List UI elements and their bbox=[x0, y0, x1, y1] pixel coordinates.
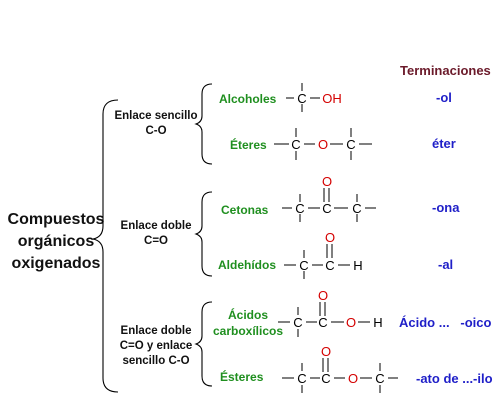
atom-carbon: C bbox=[318, 315, 327, 330]
formula-bonds bbox=[274, 83, 398, 393]
formula-atoms: C OH C O C C C O C C C O H C C O O H C C… bbox=[291, 91, 384, 386]
atom-carbon: C bbox=[299, 258, 308, 273]
group-label-single-bond: Enlace sencillo C-O bbox=[114, 110, 198, 137]
atom-carbon: C bbox=[293, 315, 302, 330]
brace-double-bond bbox=[194, 191, 213, 277]
atom-carbon: C bbox=[352, 201, 361, 216]
atom-carbon: C bbox=[346, 137, 355, 152]
atom-carbon: C bbox=[322, 201, 331, 216]
brace-single-bond bbox=[194, 83, 213, 165]
braces bbox=[92, 83, 213, 393]
family-cetonas: Cetonas bbox=[221, 203, 269, 217]
atom-carbon: C bbox=[325, 258, 334, 273]
family-alcoholes: Alcoholes bbox=[219, 92, 277, 106]
atom-hydrogen: H bbox=[373, 315, 382, 330]
family-aldehidos: Aldehídos bbox=[218, 258, 277, 272]
atom-oxygen: O bbox=[322, 174, 332, 189]
ending-aldehidos: -al bbox=[438, 257, 454, 272]
atom-oxygen: O bbox=[325, 230, 335, 245]
family-eteres: Éteres bbox=[230, 138, 267, 152]
atom-carbon: C bbox=[295, 201, 304, 216]
group-label-double-bond: Enlace doble C=O bbox=[120, 220, 192, 247]
ending-esteres: -ato de ...-ilo bbox=[416, 371, 493, 386]
ending-alcoholes: -ol bbox=[436, 90, 452, 105]
atom-oxygen: O bbox=[321, 344, 331, 359]
atom-carbon: C bbox=[321, 371, 330, 386]
brace-mixed-bond bbox=[194, 301, 213, 387]
family-acidos-carboxilicos: Ácidos carboxílicos bbox=[213, 308, 284, 338]
atom-carbon: C bbox=[297, 91, 306, 106]
atom-hydroxyl: OH bbox=[322, 91, 342, 106]
atom-oxygen: O bbox=[346, 315, 356, 330]
atom-oxygen: O bbox=[318, 137, 328, 152]
group-label-mixed-bond: Enlace doble C=O y enlace sencillo C-O bbox=[119, 325, 193, 367]
main-title: Compuestos orgánicos oxigenados bbox=[7, 211, 105, 272]
atom-hydrogen: H bbox=[353, 258, 362, 273]
main-brace bbox=[92, 99, 119, 393]
ending-cetonas: -ona bbox=[432, 200, 460, 215]
ending-eteres: éter bbox=[432, 136, 456, 151]
family-esteres: Ésteres bbox=[220, 370, 264, 384]
atom-oxygen: O bbox=[318, 288, 328, 303]
atom-carbon: C bbox=[375, 371, 384, 386]
ending-acidos: Ácido ... -oico bbox=[399, 315, 492, 330]
atom-carbon: C bbox=[291, 137, 300, 152]
atom-oxygen: O bbox=[348, 371, 358, 386]
atom-carbon: C bbox=[297, 371, 306, 386]
terminations-header: Terminaciones bbox=[400, 63, 491, 78]
